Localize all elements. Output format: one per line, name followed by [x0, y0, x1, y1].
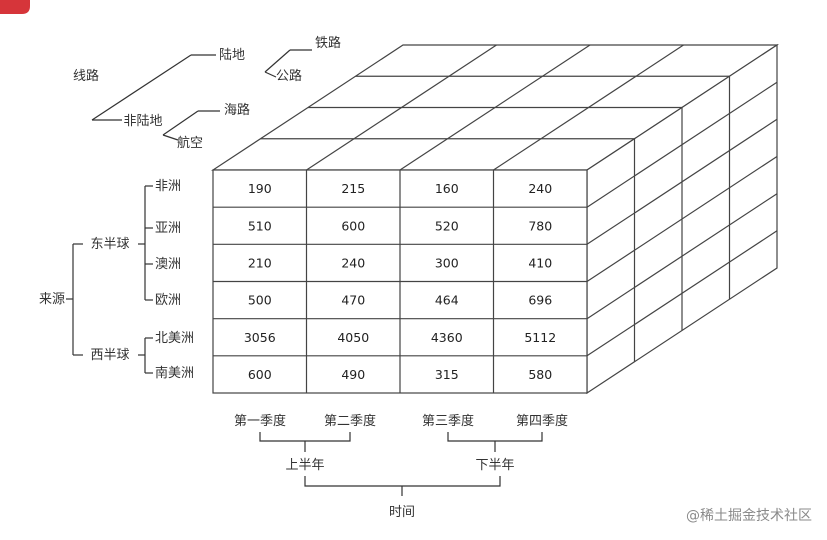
cube-cell-value: 580: [528, 367, 552, 382]
cube-cell-value: 410: [528, 255, 552, 270]
time-h1-label: 上半年: [285, 458, 324, 473]
cube-cell-value: 500: [248, 293, 272, 308]
cube-front-face: 190 215 160 240 510 600 520 780 210 240 300 410 500 4…: [212, 169, 588, 394]
cube-cell-value: 210: [248, 255, 272, 270]
cube-cell-value: 5112: [524, 330, 556, 345]
cube-right-face: [586, 43, 778, 395]
cube-cell-value: 3056: [244, 330, 276, 345]
route-non-land-label: 非陆地: [123, 113, 162, 129]
source-region-label: 欧洲: [155, 293, 181, 308]
cube-cell-value: 160: [435, 181, 459, 196]
cube-cell-value: 696: [528, 293, 552, 308]
cube-cell-value: 315: [435, 367, 459, 382]
cube-cell-value: 300: [435, 255, 459, 270]
time-q2-label: 第二季度: [324, 413, 376, 429]
watermark: @稀土掘金技术社区: [686, 508, 812, 524]
front-grid-lines: [213, 170, 587, 393]
cube-cell-value: 215: [341, 181, 365, 196]
route-root-label: 线路: [73, 68, 99, 84]
cube-cell-value: 600: [341, 218, 365, 233]
cube-cell-value: 240: [341, 255, 365, 270]
time-q1-label: 第一季度: [234, 413, 286, 429]
time-q4-label: 第四季度: [516, 413, 568, 429]
cube-cell-value: 464: [435, 293, 459, 308]
cube-cell-value: 4050: [337, 330, 369, 345]
source-region-label: 北美洲: [155, 331, 194, 346]
cube-cell-value: 470: [341, 293, 365, 308]
route-land-label: 陆地: [219, 47, 245, 63]
source-region-label: 亚洲: [155, 221, 181, 236]
cube-cell-value: 600: [248, 367, 272, 382]
cube-cell-value: 780: [528, 218, 552, 233]
cube-cell-value: 240: [528, 181, 552, 196]
source-region-label: 非洲: [155, 179, 181, 194]
time-root-label: 时间: [389, 505, 415, 520]
corner-badge: [0, 0, 30, 14]
cube-cell-value: 510: [248, 218, 272, 233]
route-sea-label: 海路: [224, 102, 250, 118]
source-eastern-label: 东半球: [90, 237, 129, 252]
time-tree: 第一季度 第二季度 第三季度 第四季度 上半年 下半年 时间: [234, 413, 568, 520]
source-region-label: 澳洲: [155, 256, 181, 272]
route-air-label: 航空: [177, 135, 203, 151]
route-tree: 线路 陆地 铁路 公路 非陆地 海路 航空: [73, 35, 341, 151]
time-h2-label: 下半年: [475, 458, 514, 473]
front-cells: 190 215 160 240 510 600 520 780 210 240 300 410 500 4…: [244, 181, 556, 382]
source-region-label: 南美洲: [155, 365, 194, 381]
time-q3-label: 第三季度: [422, 413, 474, 429]
source-western-label: 西半球: [90, 348, 129, 363]
cube-cell-value: 490: [341, 367, 365, 382]
cube-cell-value: 4360: [431, 330, 463, 345]
route-highway-label: 公路: [276, 68, 302, 84]
cube-cell-value: 520: [435, 218, 459, 233]
source-root-label: 来源: [39, 292, 65, 307]
route-railway-label: 铁路: [315, 35, 341, 51]
cube-cell-value: 190: [248, 181, 272, 196]
